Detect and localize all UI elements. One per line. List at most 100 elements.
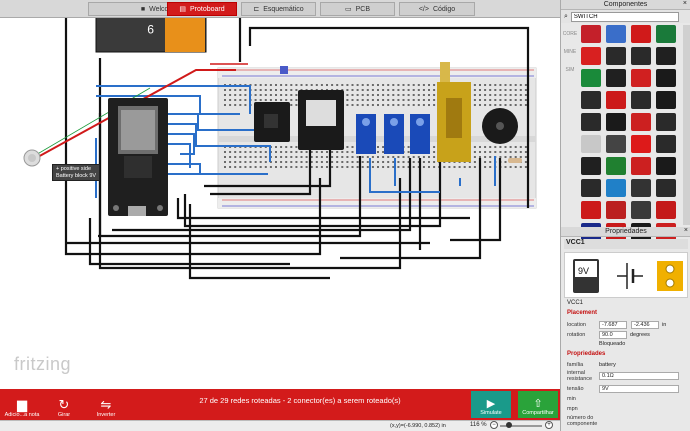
breadboard-hole[interactable] — [290, 104, 293, 106]
bin-tab[interactable]: MINE — [563, 49, 577, 55]
breadboard-hole[interactable] — [524, 146, 527, 148]
breadboard-hole[interactable] — [275, 161, 277, 163]
breadboard-hole[interactable] — [285, 94, 288, 96]
breadboard-hole[interactable] — [259, 84, 262, 86]
breadboard-hole[interactable] — [315, 156, 318, 158]
breadboard-hole[interactable] — [346, 156, 349, 158]
breadboard-hole[interactable] — [402, 104, 405, 106]
breadboard-hole[interactable] — [366, 89, 369, 91]
breadboard-hole[interactable] — [275, 84, 277, 86]
breadboard-hole[interactable] — [402, 94, 405, 96]
breadboard-hole[interactable] — [489, 89, 492, 91]
breadboard-hole[interactable] — [371, 161, 374, 163]
breadboard-hole[interactable] — [275, 89, 277, 91]
breadboard-hole[interactable] — [397, 94, 400, 96]
breadboard-hole[interactable] — [489, 151, 492, 153]
breadboard-hole[interactable] — [351, 166, 354, 168]
breadboard-hole[interactable] — [473, 166, 476, 168]
breadboard-hole[interactable] — [509, 84, 512, 86]
breadboard-hole[interactable] — [346, 99, 349, 101]
breadboard-hole[interactable] — [377, 161, 379, 163]
breadboard-hole[interactable] — [275, 151, 277, 153]
bin-tab[interactable] — [561, 169, 579, 187]
yellow-module[interactable] — [437, 62, 471, 162]
breadboard-hole[interactable] — [305, 151, 308, 153]
breadboard-hole[interactable] — [259, 89, 262, 91]
breadboard-hole[interactable] — [244, 166, 247, 168]
breadboard-hole[interactable] — [290, 156, 293, 158]
breadboard-hole[interactable] — [224, 161, 226, 163]
tab-protoboard[interactable]: ▤ Protoboard — [167, 2, 237, 16]
breadboard-hole[interactable] — [361, 166, 364, 168]
part-thumbnail[interactable] — [606, 47, 626, 65]
part-thumbnail[interactable] — [581, 179, 601, 197]
breadboard-hole[interactable] — [422, 104, 425, 106]
breadboard-hole[interactable] — [397, 99, 400, 101]
rotate-button[interactable]: ↻ Girar — [42, 391, 86, 419]
breadboard-hole[interactable] — [468, 166, 471, 168]
breadboard-hole[interactable] — [504, 166, 507, 168]
breadboard-hole[interactable] — [356, 161, 359, 163]
breadboard-hole[interactable] — [361, 104, 364, 106]
blue-sensor-3[interactable] — [410, 114, 430, 154]
breadboard-hole[interactable] — [351, 146, 354, 148]
breadboard-hole[interactable] — [346, 84, 349, 86]
part-thumbnail[interactable] — [581, 91, 601, 109]
breadboard-hole[interactable] — [433, 89, 436, 91]
breadboard-hole[interactable] — [234, 99, 237, 101]
breadboard-hole[interactable] — [239, 161, 242, 163]
breadboard-hole[interactable] — [254, 166, 257, 168]
breadboard-hole[interactable] — [269, 99, 272, 101]
part-thumbnail[interactable] — [631, 135, 651, 153]
breadboard-hole[interactable] — [499, 84, 502, 86]
breadboard-hole[interactable] — [494, 99, 497, 101]
breadboard-hole[interactable] — [295, 146, 298, 148]
breadboard-hole[interactable] — [280, 161, 283, 163]
breadboard-hole[interactable] — [382, 104, 385, 106]
breadboard-hole[interactable] — [387, 161, 390, 163]
breadboard-hole[interactable] — [479, 84, 481, 86]
breadboard-hole[interactable] — [254, 156, 257, 158]
breadboard-hole[interactable] — [448, 166, 451, 168]
breadboard-hole[interactable] — [224, 94, 226, 96]
breadboard-hole[interactable] — [484, 104, 487, 106]
breadboard-hole[interactable] — [326, 151, 328, 153]
breadboard-hole[interactable] — [428, 94, 430, 96]
breadboard-hole[interactable] — [387, 89, 390, 91]
bin-tab[interactable] — [561, 115, 579, 133]
breadboard-hole[interactable] — [412, 99, 415, 101]
breadboard-hole[interactable] — [422, 156, 425, 158]
breadboard-hole[interactable] — [356, 89, 359, 91]
breadboard-hole[interactable] — [509, 94, 512, 96]
breadboard-hole[interactable] — [224, 166, 226, 168]
breadboard-hole[interactable] — [371, 104, 374, 106]
breadboard-hole[interactable] — [285, 146, 288, 148]
zoom-out-button[interactable]: − — [490, 421, 498, 429]
part-thumbnail[interactable] — [631, 201, 651, 219]
breadboard-hole[interactable] — [331, 161, 334, 163]
breadboard-hole[interactable] — [356, 156, 359, 158]
breadboard-hole[interactable] — [417, 166, 420, 168]
breadboard-hole[interactable] — [254, 99, 257, 101]
breadboard-hole[interactable] — [514, 99, 517, 101]
breadboard-hole[interactable] — [524, 94, 527, 96]
part-thumbnail[interactable] — [581, 135, 601, 153]
breadboard-hole[interactable] — [371, 89, 374, 91]
breadboard-hole[interactable] — [254, 151, 257, 153]
breadboard-hole[interactable] — [499, 156, 502, 158]
breadboard-hole[interactable] — [346, 104, 349, 106]
breadboard-hole[interactable] — [499, 94, 502, 96]
breadboard-hole[interactable] — [290, 151, 293, 153]
breadboard-hole[interactable] — [479, 146, 481, 148]
breadboard-hole[interactable] — [234, 166, 237, 168]
breadboard-hole[interactable] — [336, 84, 339, 86]
part-thumbnail[interactable] — [606, 201, 626, 219]
breadboard-hole[interactable] — [397, 104, 400, 106]
breadboard-hole[interactable] — [295, 89, 298, 91]
part-thumbnail[interactable] — [656, 25, 676, 43]
breadboard-hole[interactable] — [285, 84, 288, 86]
breadboard-hole[interactable] — [361, 94, 364, 96]
breadboard-hole[interactable] — [264, 94, 267, 96]
breadboard-hole[interactable] — [524, 99, 527, 101]
breadboard-hole[interactable] — [315, 161, 318, 163]
